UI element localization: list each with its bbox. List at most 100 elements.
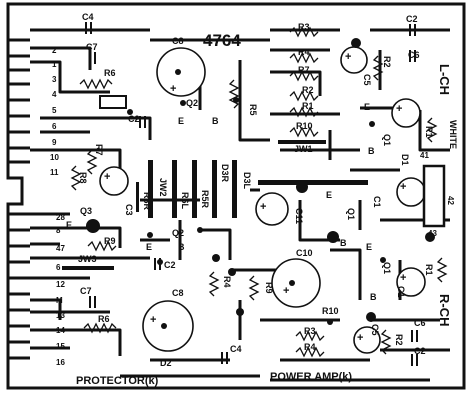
label-c7-top: C7 bbox=[86, 42, 98, 52]
capacitor-c3 bbox=[99, 166, 129, 196]
label-c11: C11 bbox=[294, 208, 304, 224]
svg-text:+: + bbox=[400, 272, 406, 284]
pin-label: 14 bbox=[56, 326, 65, 335]
pin-label: 5 bbox=[52, 106, 57, 115]
svg-text:+: + bbox=[345, 51, 351, 63]
label-q1-bottom: Q1 bbox=[382, 262, 392, 274]
pin-label: 6 bbox=[52, 122, 57, 131]
white-wire-label: WHITE bbox=[448, 120, 458, 149]
resistor-r8 bbox=[70, 165, 82, 191]
label-r5: R5 bbox=[248, 104, 258, 116]
label-r3-top: R3 bbox=[298, 22, 310, 32]
pin-label: M bbox=[56, 296, 63, 305]
pin-label: 6 bbox=[56, 263, 61, 272]
pin-label: 12 bbox=[56, 280, 65, 289]
channel-label-left: L-CH bbox=[437, 64, 452, 95]
board-number: 4764 bbox=[203, 31, 241, 50]
capacitor-c10 bbox=[271, 258, 321, 308]
label-r7-top: R7 bbox=[298, 65, 310, 75]
resistor-r4-top bbox=[289, 52, 319, 64]
link-bar bbox=[192, 160, 197, 218]
capacitor-c5-bottom bbox=[353, 326, 381, 354]
link-bar bbox=[212, 160, 217, 218]
label-q2-mid: Q2 bbox=[172, 228, 184, 238]
resistor-r1-top bbox=[289, 106, 319, 118]
svg-text:+: + bbox=[150, 314, 156, 326]
label-b-right-top: B bbox=[368, 146, 375, 156]
label-q2-top: Q2 bbox=[186, 98, 198, 108]
label-jw3: JW3 bbox=[78, 254, 97, 264]
label-r10-mid: R10 bbox=[322, 306, 339, 316]
label-c7-bottom: C7 bbox=[80, 286, 92, 296]
resistor-r6-bottom bbox=[83, 322, 117, 334]
label-b-mid-top: B bbox=[212, 116, 219, 126]
pin-label: 11 bbox=[50, 168, 59, 177]
label-c8-bottom: C8 bbox=[172, 288, 184, 298]
svg-text:+: + bbox=[400, 181, 406, 193]
label-r1-bottom: R1 bbox=[424, 264, 434, 276]
link-bar bbox=[172, 160, 177, 218]
resistor-r6-top bbox=[79, 78, 113, 90]
label-r2-right-top: R2 bbox=[382, 56, 392, 68]
label-r6-bottom: R6 bbox=[98, 314, 110, 324]
resistor-r9-left bbox=[87, 240, 117, 252]
channel-label-right: R-CH bbox=[437, 294, 452, 327]
label-d2: D2 bbox=[160, 358, 172, 368]
label-c2-bottom: C2 bbox=[414, 346, 426, 356]
label-r7-left: R7 bbox=[94, 144, 104, 156]
label-c10: C10 bbox=[296, 248, 313, 258]
label-c5-bottom: C5 bbox=[370, 324, 380, 336]
label-q3: Q3 bbox=[80, 206, 92, 216]
jumper-jw3 bbox=[62, 266, 114, 270]
lead-42-label: 42 bbox=[446, 196, 455, 205]
pin-label: 16 bbox=[56, 358, 65, 367]
capacitor-c1-top bbox=[391, 98, 421, 128]
label-q1-mid: Q1 bbox=[346, 208, 356, 220]
resistor-r10-top bbox=[289, 126, 319, 138]
pin-label: 4 bbox=[52, 90, 57, 99]
pin-label: 10 bbox=[50, 153, 59, 162]
pin-label: 15 bbox=[56, 342, 65, 351]
label-c2-top-right: C2 bbox=[406, 14, 418, 24]
label-e-right-top: E bbox=[364, 102, 370, 112]
label-r4-bottom: R4 bbox=[304, 342, 316, 352]
capacitor-c11 bbox=[255, 192, 289, 226]
pin-label: 1 bbox=[52, 60, 57, 69]
jumper-jw2 bbox=[136, 182, 139, 212]
svg-text:+: + bbox=[170, 83, 176, 95]
label-r2-top: R2 bbox=[302, 85, 314, 95]
label-b-bottom: B bbox=[370, 292, 377, 302]
svg-text:+: + bbox=[104, 171, 110, 183]
label-b-c11: B bbox=[340, 238, 347, 248]
label-c1-bottom: C1 bbox=[396, 286, 406, 298]
resistor-r4-bottom bbox=[295, 346, 325, 358]
resistor-r7-top bbox=[289, 70, 319, 82]
resistor-r1-right-top bbox=[426, 117, 438, 143]
label-jw2: JW2 bbox=[158, 178, 168, 197]
label-c5-top: C5 bbox=[362, 74, 372, 86]
svg-text:+: + bbox=[260, 201, 266, 213]
label-e-q3: E bbox=[66, 220, 72, 230]
ceramic-capacitors bbox=[85, 22, 418, 366]
label-c6-bottom: C6 bbox=[414, 318, 426, 328]
resistor-r2-bottom bbox=[380, 329, 392, 355]
label-c6-top: C6 bbox=[408, 50, 420, 60]
output-component-block bbox=[422, 164, 446, 228]
link-bar bbox=[258, 180, 368, 185]
label-e-q2-mid: E bbox=[146, 242, 152, 252]
pin-label: 9 bbox=[52, 138, 57, 147]
label-r4-mid: R4 bbox=[222, 276, 232, 288]
pin-label: 28 bbox=[56, 213, 65, 222]
label-e-mid-top: E bbox=[178, 116, 184, 126]
label-r3-bottom: R3 bbox=[304, 326, 316, 336]
resistor-r2-right-top bbox=[372, 55, 384, 81]
resistor-r4-mid bbox=[208, 271, 220, 297]
pin-label: 3 bbox=[52, 75, 57, 84]
resistor-r7-left bbox=[86, 149, 98, 175]
label-r6l: R6L bbox=[180, 192, 190, 210]
edge-connector-fingers bbox=[8, 38, 30, 360]
capacitor-c1-bottom bbox=[396, 267, 426, 297]
capacitor-c8-bottom bbox=[142, 300, 194, 352]
pin-label: 2 bbox=[52, 46, 57, 55]
